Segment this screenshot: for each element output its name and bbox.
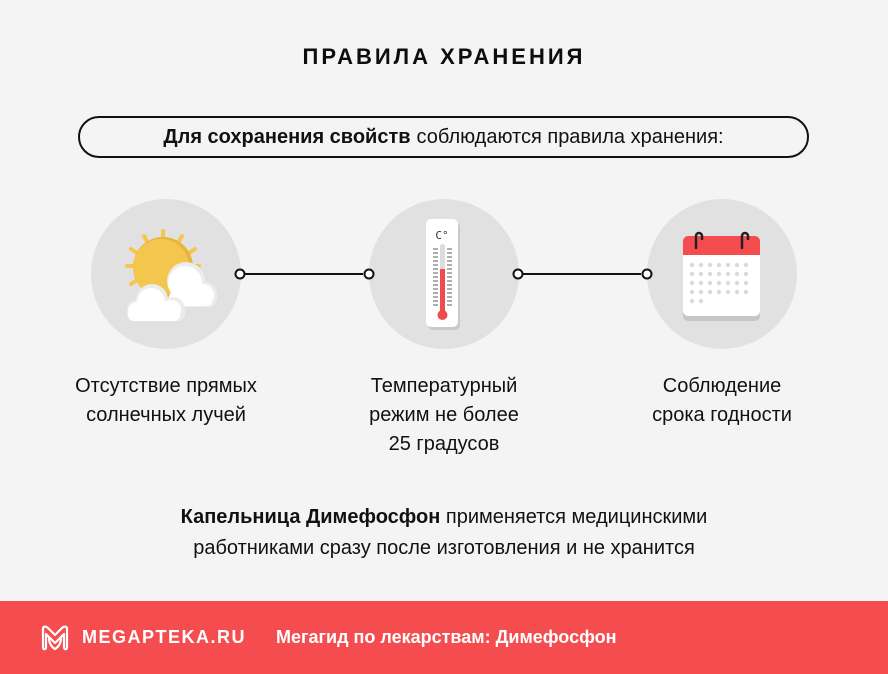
intro-bold: Для сохранения свойств: [163, 125, 411, 148]
rule-circle-thermometer: C°: [369, 199, 519, 349]
connector-line-1: [234, 268, 376, 280]
rule-label-temperature: Температурный режим не более 25 градусов: [314, 372, 574, 459]
rule-label-line: Соблюдение: [662, 375, 782, 397]
rule-label-line: Отсутствие прямых: [75, 375, 257, 397]
note-bold: Капельница Димефосфон: [180, 506, 441, 528]
rule-circle-sun: [91, 199, 241, 349]
thermometer-icon: C°: [426, 219, 460, 330]
sun-cloud-icon: [125, 229, 217, 321]
rule-label-expiry: Соблюдение срока годности: [592, 372, 852, 430]
note-text: применяется медицинскими: [445, 506, 708, 528]
page-title: ПРАВИЛА ХРАНЕНИЯ: [302, 44, 586, 69]
rule-label-line: Температурный: [370, 375, 518, 397]
intro-pill: Для сохранения свойств соблюдаются прави…: [78, 116, 809, 158]
rule-label-line: 25 градусов: [388, 433, 500, 455]
calendar-icon: [683, 231, 760, 321]
rule-label-line: режим не более: [369, 404, 519, 426]
brand-logo[interactable]: MEGAPTEKA.RU: [40, 625, 246, 651]
connector-line-2: [512, 268, 654, 280]
rule-label-line: солнечных лучей: [86, 404, 246, 426]
megapteka-logo-icon: [41, 625, 69, 650]
footer-bar: MEGAPTEKA.RU Мегагид по лекарствам: Диме…: [0, 601, 888, 674]
svg-text:C°: C°: [435, 229, 448, 242]
storage-note: Капельница Димефосфон применяется медици…: [0, 502, 888, 564]
rule-circle-calendar: [647, 199, 797, 349]
intro-text: соблюдаются правила хранения:: [416, 125, 724, 148]
footer-tagline: Мегагид по лекарствам: Димефосфон: [276, 627, 617, 647]
brand-name: MEGAPTEKA.RU: [82, 627, 247, 647]
rule-label-line: срока годности: [652, 404, 792, 426]
rule-label-sun: Отсутствие прямых солнечных лучей: [36, 372, 296, 430]
note-text-line2: работниками сразу после изготовления и н…: [193, 537, 695, 559]
